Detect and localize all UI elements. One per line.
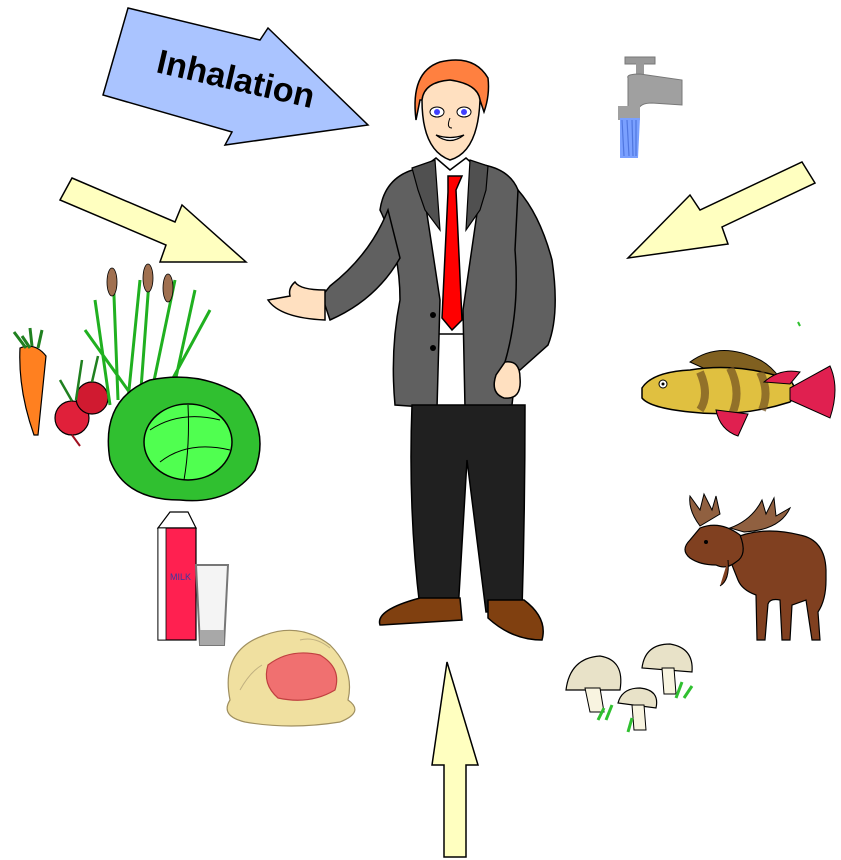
beet-icon <box>55 356 108 446</box>
cabbage-icon <box>108 377 260 500</box>
milk-carton-icon: MILK <box>158 512 228 645</box>
arrow-from-ground <box>432 662 478 857</box>
moose-icon <box>685 494 826 640</box>
grass-tuft-icon <box>798 322 800 326</box>
roast-meat-icon <box>227 630 355 726</box>
water-tap-icon <box>618 57 682 158</box>
vegetables-icon <box>14 264 260 501</box>
mushroom-icon <box>566 644 692 732</box>
perch-fish-icon <box>642 350 835 436</box>
carrot-icon <box>14 328 46 435</box>
milk-carton-label: MILK <box>170 572 191 582</box>
inhalation-arrow: Inhalation <box>103 8 368 145</box>
arrow-from-vegetables <box>60 178 246 262</box>
man-in-suit-icon <box>268 60 555 640</box>
arrow-from-water <box>628 162 815 258</box>
